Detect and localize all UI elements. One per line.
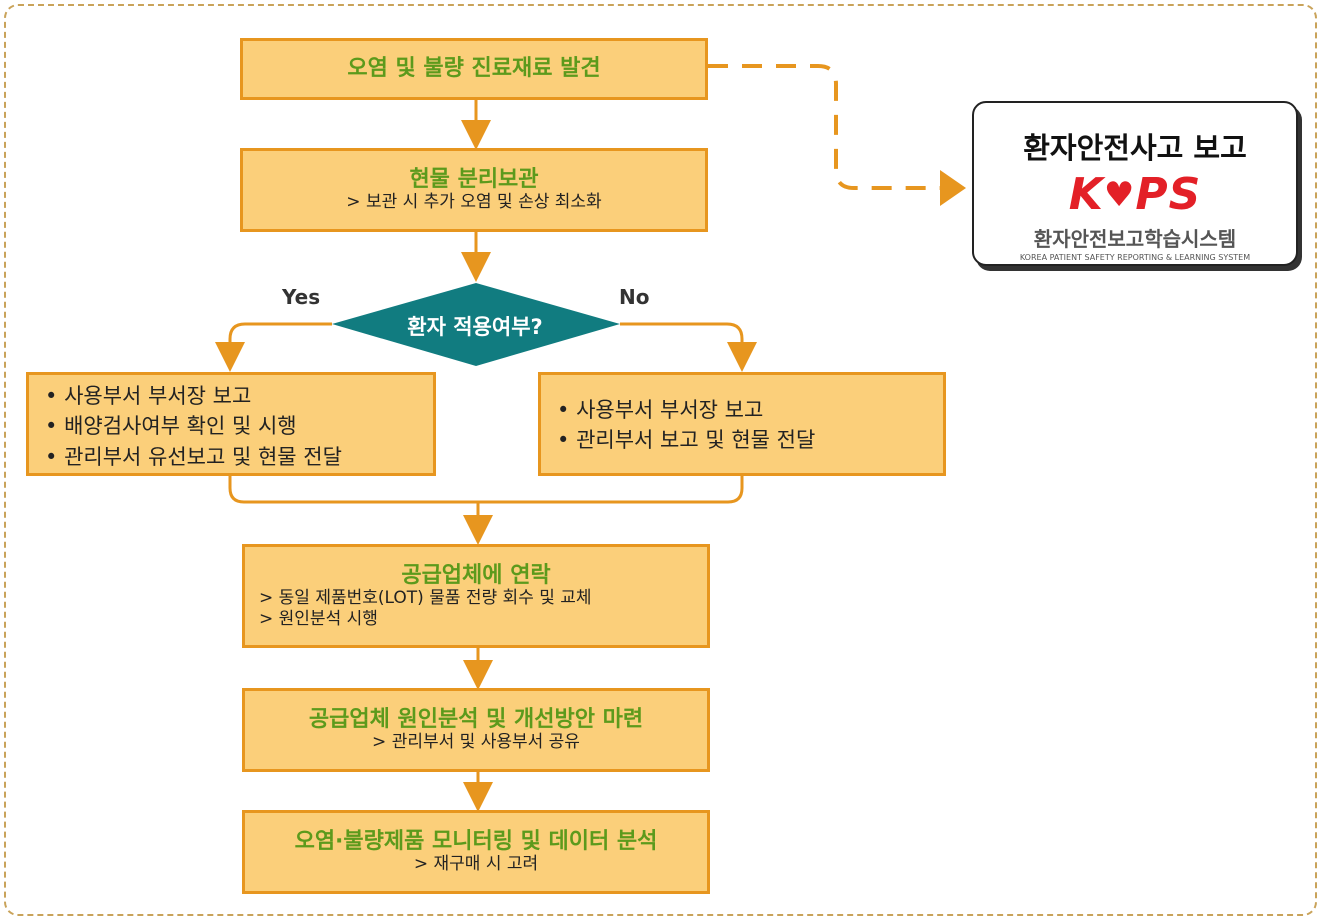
kops-logo: K♥PS (1068, 169, 1202, 220)
no-item: 사용부서 부서장 보고 (557, 395, 943, 425)
decision-diamond (332, 283, 620, 366)
step-root-cause: 공급업체 원인분석 및 개선방안 마련 > 관리부서 및 사용부서 공유 (242, 688, 710, 772)
no-branch-list: 사용부서 부서장 보고 관리부서 보고 및 현물 전달 (557, 395, 943, 456)
yes-item: 배양검사여부 확인 및 시행 (45, 411, 433, 441)
step-monitoring-title: 오염·불량제품 모니터링 및 데이터 분석 (294, 829, 658, 855)
step-contact-sub: > 원인분석 시행 (259, 608, 378, 629)
step-monitoring: 오염·불량제품 모니터링 및 데이터 분석 > 재구매 시 고려 (242, 810, 710, 894)
step-separate-sub: > 보관 시 추가 오염 및 손상 최소화 (346, 192, 602, 213)
yes-item: 사용부서 부서장 보고 (45, 381, 433, 411)
yes-branch-box: 사용부서 부서장 보고 배양검사여부 확인 및 시행 관리부서 유선보고 및 현… (26, 372, 436, 476)
decision-text: 환자 적용여부? (407, 315, 543, 339)
no-label: No (619, 285, 650, 309)
page-frame (4, 4, 1317, 916)
step-root-cause-sub: > 관리부서 및 사용부서 공유 (372, 732, 580, 753)
step-contact-title: 공급업체에 연락 (401, 562, 551, 588)
kops-name-en: KOREA PATIENT SAFETY REPORTING & LEARNIN… (1019, 253, 1251, 262)
yes-label: Yes (282, 285, 321, 309)
merge-line (228, 476, 744, 504)
no-branch-box: 사용부서 부서장 보고 관리부서 보고 및 현물 전달 (538, 372, 946, 476)
step-separate: 현물 분리보관 > 보관 시 추가 오염 및 손상 최소화 (240, 148, 708, 232)
arrow-yes-branch (215, 322, 332, 372)
arrow-no-branch (620, 322, 757, 372)
dashed-report-link (708, 64, 940, 190)
step-discover: 오염 및 불량 진료재료 발견 (240, 38, 708, 100)
step-discover-title: 오염 및 불량 진료재료 발견 (347, 56, 601, 82)
kops-name-ko: 환자안전보고학습시스템 (1033, 227, 1237, 251)
no-item: 관리부서 보고 및 현물 전달 (557, 425, 943, 455)
step-contact-supplier: 공급업체에 연락 > 동일 제품번호(LOT) 물품 전량 회수 및 교체 > … (242, 544, 710, 648)
yes-item: 관리부서 유선보고 및 현물 전달 (45, 442, 433, 472)
kops-report-card: 환자안전사고 보고 K♥PS 환자안전보고학습시스템 KOREA PATIENT… (972, 101, 1298, 266)
kops-heading: 환자안전사고 보고 (1023, 131, 1247, 165)
yes-branch-list: 사용부서 부서장 보고 배양검사여부 확인 및 시행 관리부서 유선보고 및 현… (45, 381, 433, 472)
step-contact-sub: > 동일 제품번호(LOT) 물품 전량 회수 및 교체 (259, 588, 592, 609)
step-separate-title: 현물 분리보관 (409, 167, 539, 193)
heart-icon: ♥ (1103, 175, 1136, 215)
dashed-arrowhead (940, 170, 966, 206)
step-monitoring-sub: > 재구매 시 고려 (413, 854, 539, 875)
step-root-cause-title: 공급업체 원인분석 및 개선방안 마련 (308, 707, 644, 733)
